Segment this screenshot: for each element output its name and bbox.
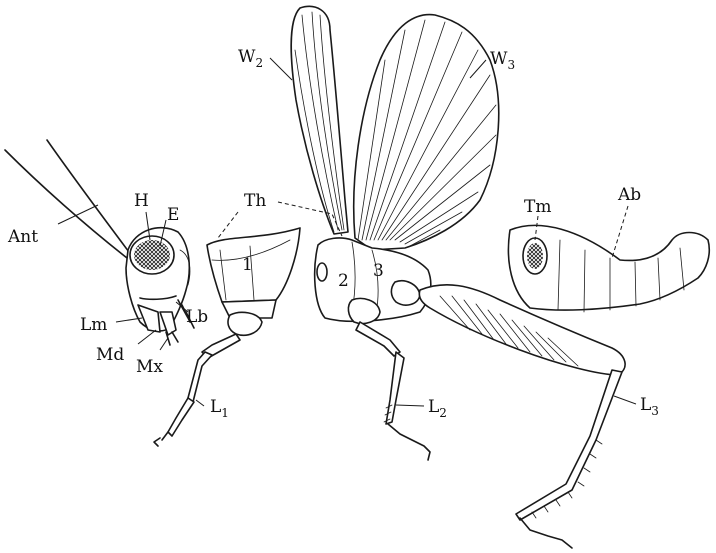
hind-tarsus bbox=[520, 518, 572, 548]
spiracle bbox=[317, 263, 327, 281]
leader-l2 bbox=[396, 405, 424, 406]
label-mx: Mx bbox=[136, 357, 163, 377]
label-h: H bbox=[134, 191, 149, 211]
abdomen bbox=[508, 225, 709, 312]
leader-ant bbox=[58, 205, 98, 224]
leader-mx bbox=[160, 338, 168, 350]
label-l2: L2 bbox=[428, 397, 447, 420]
label-seg2: 2 bbox=[338, 271, 349, 291]
label-ant: Ant bbox=[7, 227, 38, 247]
label-seg1: 1 bbox=[242, 255, 253, 275]
leader-w2 bbox=[270, 58, 292, 80]
hindwing-w3 bbox=[354, 15, 499, 250]
label-w3: W3 bbox=[490, 49, 515, 72]
label-ab: Ab bbox=[617, 185, 641, 205]
tympanum-texture bbox=[527, 243, 543, 269]
front-tarsus bbox=[154, 432, 168, 446]
label-e: E bbox=[167, 205, 179, 225]
leader-l3 bbox=[614, 396, 636, 404]
label-w2: W2 bbox=[238, 47, 263, 70]
label-lm: Lm bbox=[80, 315, 107, 335]
hindwing-outline bbox=[354, 15, 499, 250]
leader-th-pro bbox=[218, 212, 238, 238]
front-coxa bbox=[228, 312, 262, 335]
label-l3: L3 bbox=[640, 395, 659, 418]
leader-md bbox=[138, 330, 156, 344]
label-md: Md bbox=[96, 345, 124, 365]
mid-tarsus bbox=[388, 424, 430, 460]
front-femur bbox=[188, 352, 212, 402]
mid-femur bbox=[356, 322, 400, 356]
label-tm: Tm bbox=[524, 197, 551, 217]
hind-tibia bbox=[516, 370, 622, 520]
forewing-w2 bbox=[291, 6, 348, 234]
compound-eye-facets bbox=[134, 240, 170, 270]
leader-ab bbox=[612, 206, 628, 258]
label-lb: Lb bbox=[186, 307, 208, 327]
leader-l1 bbox=[196, 400, 204, 406]
label-th: Th bbox=[244, 191, 266, 211]
antenna-right bbox=[47, 140, 132, 256]
label-l1: L1 bbox=[210, 397, 229, 420]
label-seg3: 3 bbox=[373, 261, 384, 281]
front-tibia bbox=[168, 398, 194, 436]
